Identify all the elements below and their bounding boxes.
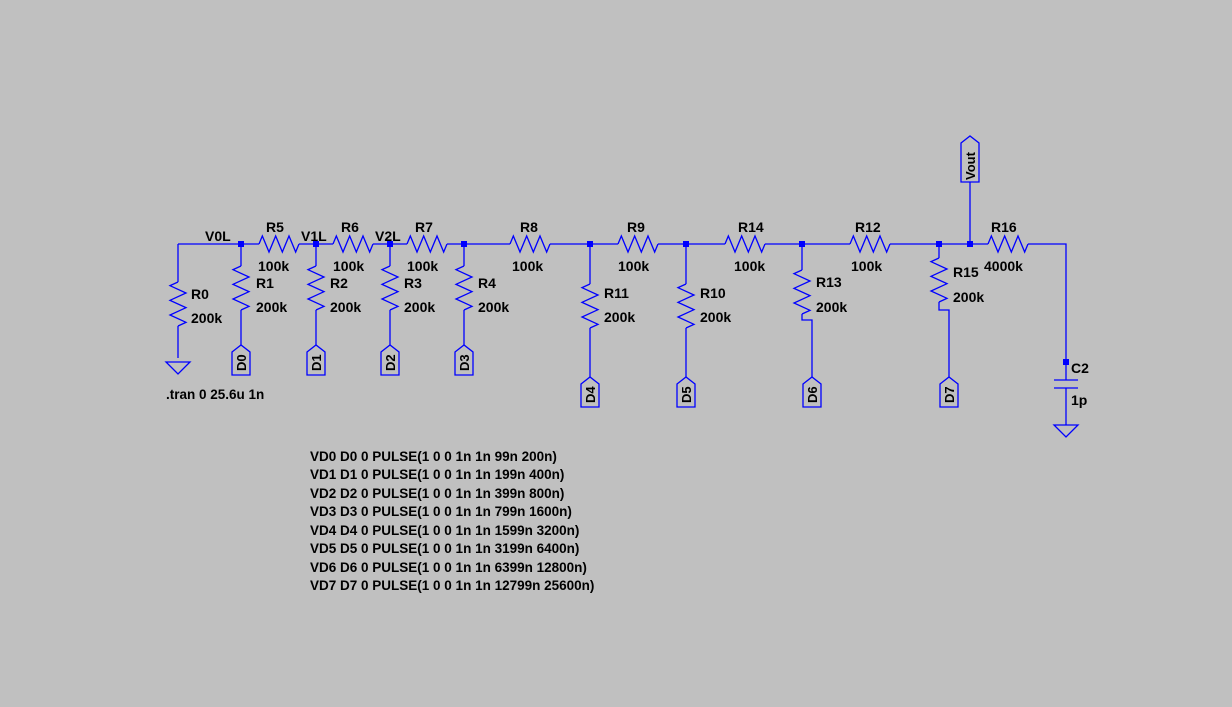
source-definitions[interactable]: VD0 D0 0 PULSE(1 0 0 1n 1n 99n 200n) VD1… [310, 449, 594, 593]
source-line[interactable]: VD5 D5 0 PULSE(1 0 0 1n 1n 3199n 6400n) [310, 541, 579, 556]
resistor-r12[interactable] [849, 234, 891, 254]
svg-text:R7: R7 [415, 219, 433, 235]
resistor-r6[interactable] [332, 234, 374, 254]
resistor-r7[interactable] [406, 234, 448, 254]
svg-text:200k: 200k [191, 310, 222, 326]
component-labels: R0 200k R1 200k R2 200k R3 200k R4 200k R5 100… [191, 219, 1089, 408]
svg-text:D5: D5 [679, 386, 694, 403]
svg-text:R4: R4 [478, 275, 496, 291]
svg-text:100k: 100k [734, 258, 765, 274]
svg-text:R10: R10 [700, 285, 726, 301]
resistor-r2[interactable] [306, 265, 326, 311]
svg-text:200k: 200k [330, 299, 361, 315]
resistor-r8[interactable] [509, 234, 551, 254]
source-line[interactable]: VD6 D6 0 PULSE(1 0 0 1n 1n 6399n 12800n) [310, 560, 587, 575]
ground-icon [1052, 424, 1080, 438]
svg-text:200k: 200k [816, 299, 847, 315]
svg-text:R8: R8 [520, 219, 538, 235]
svg-text:D2: D2 [383, 354, 398, 371]
svg-text:1p: 1p [1071, 392, 1087, 408]
svg-text:R1: R1 [256, 275, 274, 291]
resistor-r11[interactable] [580, 283, 600, 329]
port-d7[interactable]: D7 [939, 376, 959, 408]
svg-text:D3: D3 [457, 354, 472, 371]
svg-text:R5: R5 [266, 219, 284, 235]
junctions [238, 241, 1069, 365]
svg-text:R12: R12 [855, 219, 881, 235]
svg-text:200k: 200k [953, 289, 984, 305]
source-line[interactable]: VD2 D2 0 PULSE(1 0 0 1n 1n 399n 800n) [310, 486, 564, 501]
svg-text:D4: D4 [583, 386, 598, 403]
svg-text:200k: 200k [604, 309, 635, 325]
port-d6[interactable]: D6 [802, 376, 822, 408]
svg-text:100k: 100k [258, 258, 289, 274]
svg-text:R6: R6 [341, 219, 359, 235]
svg-text:R13: R13 [816, 274, 842, 290]
resistor-r14[interactable] [724, 234, 766, 254]
source-line[interactable]: VD4 D4 0 PULSE(1 0 0 1n 1n 1599n 3200n) [310, 523, 579, 538]
svg-text:200k: 200k [700, 309, 731, 325]
svg-text:100k: 100k [333, 258, 364, 274]
svg-text:200k: 200k [404, 299, 435, 315]
svg-text:D6: D6 [805, 386, 820, 403]
port-d4[interactable]: D4 [580, 376, 600, 408]
net-label-v0l: V0L [205, 228, 231, 244]
svg-text:Vout: Vout [963, 151, 978, 180]
svg-text:R0: R0 [191, 286, 209, 302]
svg-text:R3: R3 [404, 275, 422, 291]
resistor-bodies [168, 234, 1029, 329]
resistor-r15[interactable] [929, 257, 949, 303]
svg-text:100k: 100k [407, 258, 438, 274]
svg-text:R15: R15 [953, 264, 979, 280]
port-d3[interactable]: D3 [454, 344, 474, 376]
svg-text:R11: R11 [604, 285, 629, 301]
svg-text:100k: 100k [512, 258, 543, 274]
svg-text:100k: 100k [618, 258, 649, 274]
svg-text:C2: C2 [1071, 360, 1089, 376]
svg-text:R16: R16 [991, 219, 1017, 235]
port-d5[interactable]: D5 [676, 376, 696, 408]
ground-icon [164, 361, 192, 375]
resistor-r10[interactable] [676, 283, 696, 329]
svg-text:D1: D1 [309, 354, 324, 371]
port-d2[interactable]: D2 [380, 344, 400, 376]
net-label-v2l: V2L [375, 228, 401, 244]
svg-text:4000k: 4000k [984, 258, 1023, 274]
wires [177, 182, 1078, 425]
svg-text:D7: D7 [942, 386, 957, 403]
net-label-v1l: V1L [301, 228, 327, 244]
source-line[interactable]: VD1 D1 0 PULSE(1 0 0 1n 1n 199n 400n) [310, 467, 564, 482]
port-d1[interactable]: D1 [306, 344, 326, 376]
svg-text:200k: 200k [478, 299, 509, 315]
svg-text:D0: D0 [234, 354, 249, 371]
svg-text:R14: R14 [738, 219, 764, 235]
resistor-r16[interactable] [987, 234, 1029, 254]
port-vout[interactable]: Vout [960, 135, 980, 183]
svg-text:R2: R2 [330, 275, 348, 291]
resistor-r3[interactable] [380, 265, 400, 311]
resistor-r13[interactable] [792, 269, 812, 315]
source-line[interactable]: VD3 D3 0 PULSE(1 0 0 1n 1n 799n 1600n) [310, 504, 572, 519]
source-line[interactable]: VD0 D0 0 PULSE(1 0 0 1n 1n 99n 200n) [310, 449, 557, 464]
resistor-r9[interactable] [617, 234, 659, 254]
resistor-r4[interactable] [454, 265, 474, 311]
resistor-r0[interactable] [168, 281, 188, 327]
port-d0[interactable]: D0 [231, 344, 251, 376]
svg-text:100k: 100k [851, 258, 882, 274]
resistor-r1[interactable] [231, 265, 251, 311]
resistor-r5[interactable] [258, 234, 300, 254]
svg-text:R9: R9 [627, 219, 645, 235]
source-line[interactable]: VD7 D7 0 PULSE(1 0 0 1n 1n 12799n 25600n… [310, 578, 594, 593]
spice-directive-tran[interactable]: .tran 0 25.6u 1n [166, 387, 264, 402]
svg-text:200k: 200k [256, 299, 287, 315]
